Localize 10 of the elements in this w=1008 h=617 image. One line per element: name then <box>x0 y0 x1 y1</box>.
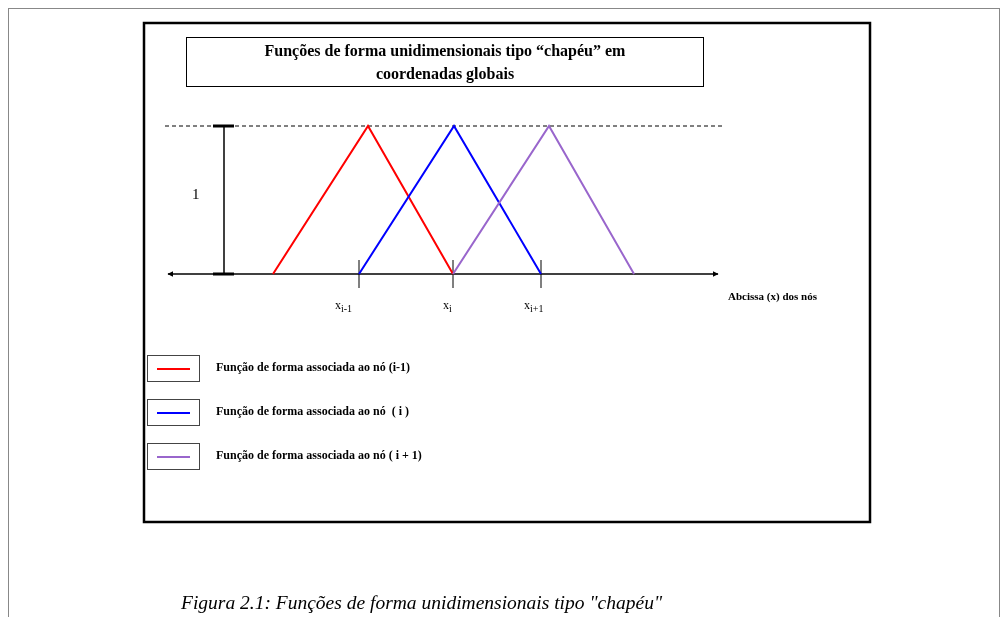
tick-label: x$_{i}$ <box>443 298 452 315</box>
legend-label: Função de forma associada ao nó (i-1) <box>216 360 410 375</box>
tick-label: x$_{i-1}$ <box>335 298 353 315</box>
axis-label: Abcissa (x) dos nós <box>728 290 817 302</box>
figure-caption: Figura 2.1: Funções de forma unidimensionais tipo "chapéu" <box>181 592 663 614</box>
legend-label: Função de forma associada ao nó ( i ) <box>216 404 409 419</box>
title-box: Funções de forma unidimensionais tipo “chapéu” em coordenadas globais <box>186 37 704 87</box>
dimension-label: 1 <box>192 186 200 203</box>
tick-label: x$_{i+1}$ <box>524 298 544 315</box>
legend-label: Função de forma associada ao nó ( i + 1) <box>216 448 422 463</box>
